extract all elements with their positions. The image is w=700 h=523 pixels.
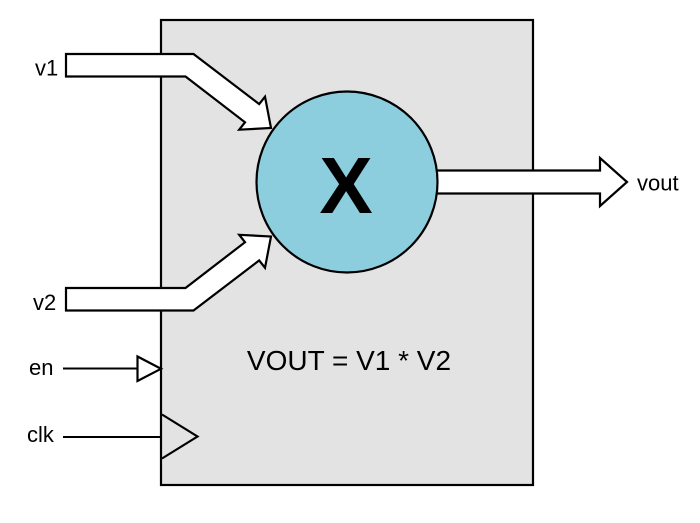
function-equation: VOUT = V1 * V2 [247, 345, 451, 376]
en-arrowhead-icon [136, 354, 164, 383]
v1-label: v1 [35, 56, 58, 81]
vout-output-arrow [428, 155, 629, 209]
clk-label: clk [27, 422, 55, 447]
clk-edge-triangle-icon [161, 413, 200, 460]
v2-input-arrow [64, 233, 273, 312]
vout-label: vout [637, 171, 679, 196]
multiplier-symbol: X [319, 141, 372, 230]
v2-label: v2 [33, 290, 56, 315]
multiplier-circle [255, 90, 439, 274]
en-label: en [29, 355, 53, 380]
v1-input-arrow [64, 52, 273, 131]
